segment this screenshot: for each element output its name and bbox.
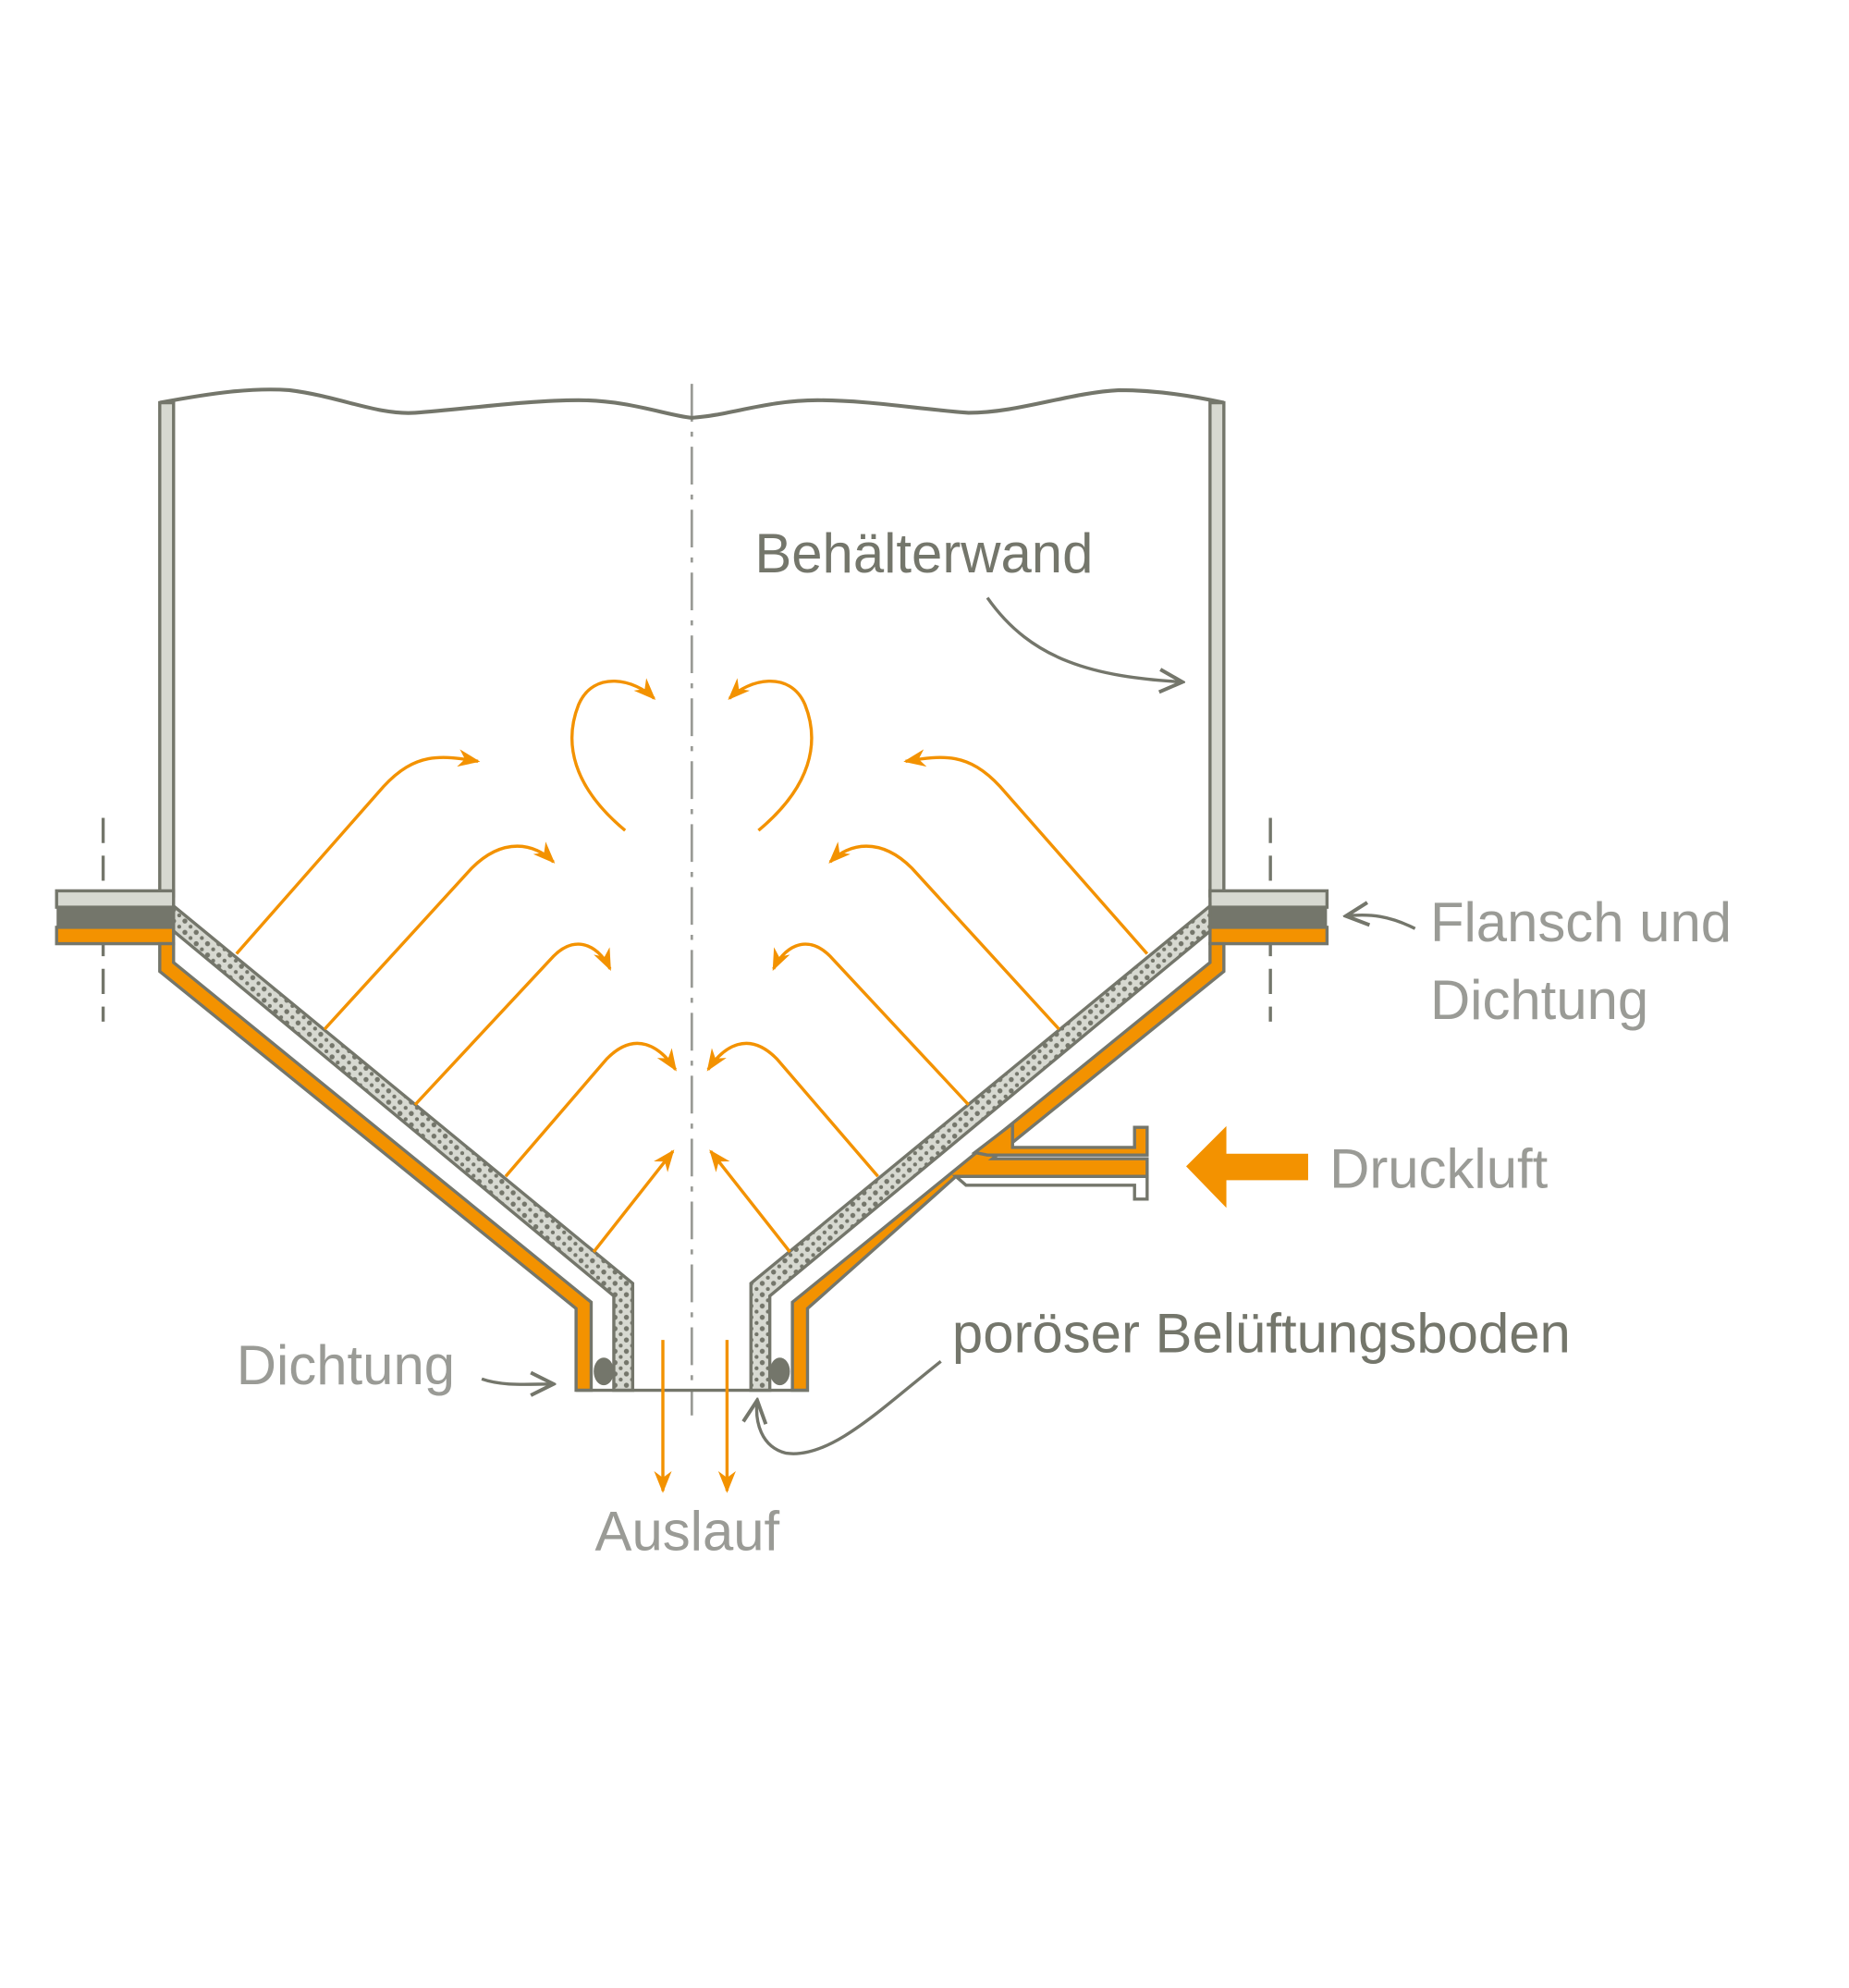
right-shell (790, 941, 1226, 1393)
flow-arrow (570, 678, 656, 832)
left-shell (158, 941, 594, 1393)
seal-right (769, 1357, 790, 1386)
label-flange-line2: Dichtung (1430, 969, 1648, 1031)
flow-arrow (413, 942, 612, 1106)
compressed-air-pipe (951, 1120, 1149, 1201)
left-wall (55, 400, 176, 946)
flow-arrow (828, 841, 1060, 1031)
label-container-wall: Behälterwand (754, 522, 1093, 584)
seal-left (594, 1357, 614, 1386)
flow-arrow (323, 841, 556, 1031)
flow-arrow (235, 749, 481, 955)
label-compressed-air: Druckluft (1329, 1138, 1549, 1200)
compressed-air-arrow-icon (1185, 1125, 1308, 1209)
flow-arrow (709, 1149, 791, 1253)
right-wall (1208, 400, 1329, 946)
label-porous-floor: poröser Belüftungsboden (952, 1303, 1571, 1365)
container-wall-leader (986, 596, 1182, 681)
flow-arrow (903, 749, 1149, 955)
seal-leader (481, 1379, 554, 1384)
label-seal: Dichtung (237, 1334, 455, 1396)
label-flange-line1: Flansch und (1430, 891, 1732, 953)
flow-arrow (592, 1149, 675, 1253)
flow-arrow (728, 678, 814, 832)
flow-arrow (504, 1041, 678, 1178)
air-flow-arrows (235, 678, 1149, 1493)
label-outlet: Auslauf (595, 1500, 780, 1562)
flow-arrow (772, 942, 970, 1106)
porous-floor-leader (756, 1359, 942, 1455)
container-break-line (159, 387, 1225, 420)
flange-leader (1346, 915, 1416, 930)
flow-arrow (706, 1041, 879, 1178)
